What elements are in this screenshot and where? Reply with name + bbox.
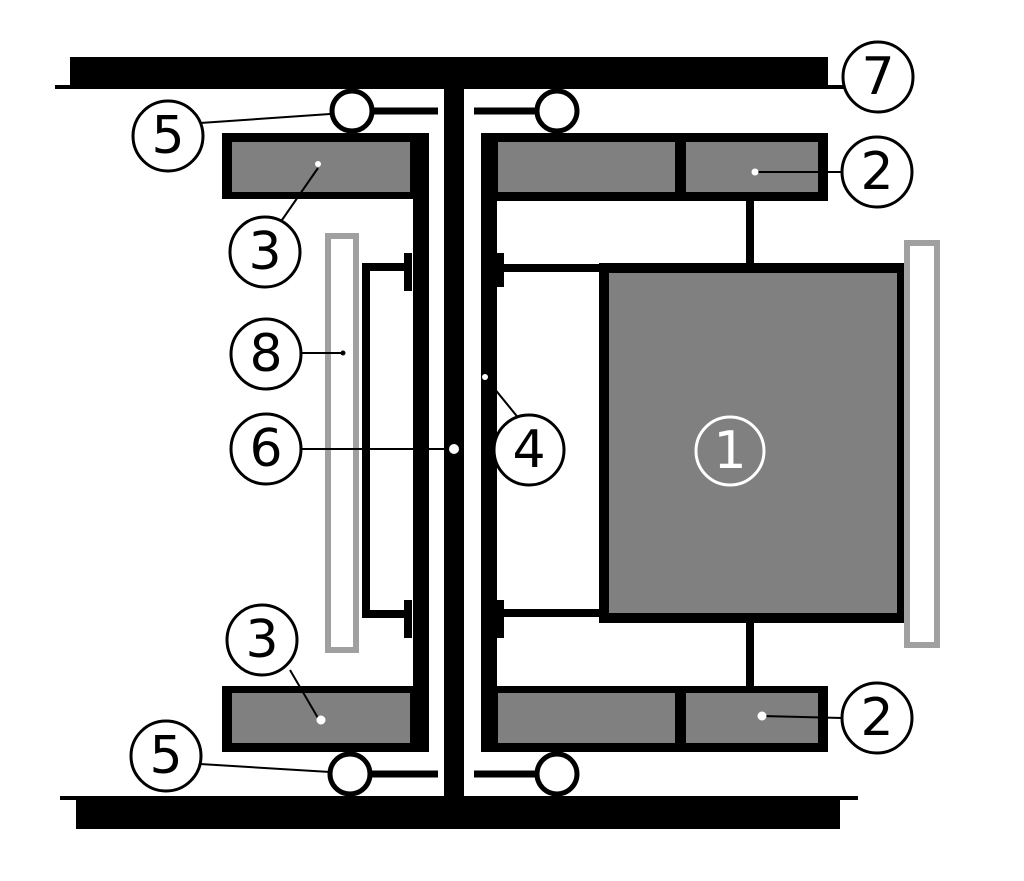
callout-7-text: 7 [861, 47, 894, 107]
roller-top-right [474, 88, 580, 134]
roller-bottom-left [327, 751, 438, 797]
rail-bottom [60, 796, 858, 829]
roller-bottom-right [474, 751, 580, 797]
callout-5-bottom: 5 [129, 719, 203, 793]
rail-top [55, 57, 845, 89]
callout-8: 8 [229, 317, 303, 391]
leader-lines [199, 87, 885, 773]
callout-2-bottom-text: 2 [860, 688, 893, 748]
callout-4: 4 [492, 413, 566, 487]
callout-5-top-text: 5 [151, 106, 184, 166]
callout-2-top-text: 2 [860, 142, 893, 202]
callout-5-top: 5 [131, 99, 205, 173]
callout-3-top-text: 3 [248, 222, 281, 282]
main-block [599, 263, 907, 623]
left-bracket [362, 253, 412, 638]
callout-1-text: 1 [713, 421, 746, 481]
callout-3-bottom-text: 3 [245, 610, 278, 670]
callout-2-bottom: 2 [840, 681, 914, 755]
left-light-bar [325, 233, 359, 653]
central-shaft [444, 85, 464, 801]
callout-2-top: 2 [840, 135, 914, 209]
callout-7: 7 [841, 40, 915, 114]
callout-3-top: 3 [228, 215, 302, 289]
roller-top-left [329, 88, 438, 134]
callout-1: 1 [694, 415, 766, 487]
callout-3-bottom: 3 [225, 603, 299, 677]
callout-5-bottom-text: 5 [149, 726, 182, 786]
callout-8-text: 8 [249, 324, 282, 384]
right-light-bar [904, 240, 940, 648]
right-frame [481, 133, 828, 752]
callout-4-text: 4 [512, 420, 545, 480]
callout-6: 6 [229, 412, 303, 486]
callout-6-text: 6 [249, 419, 282, 479]
right-bracket [496, 199, 754, 688]
